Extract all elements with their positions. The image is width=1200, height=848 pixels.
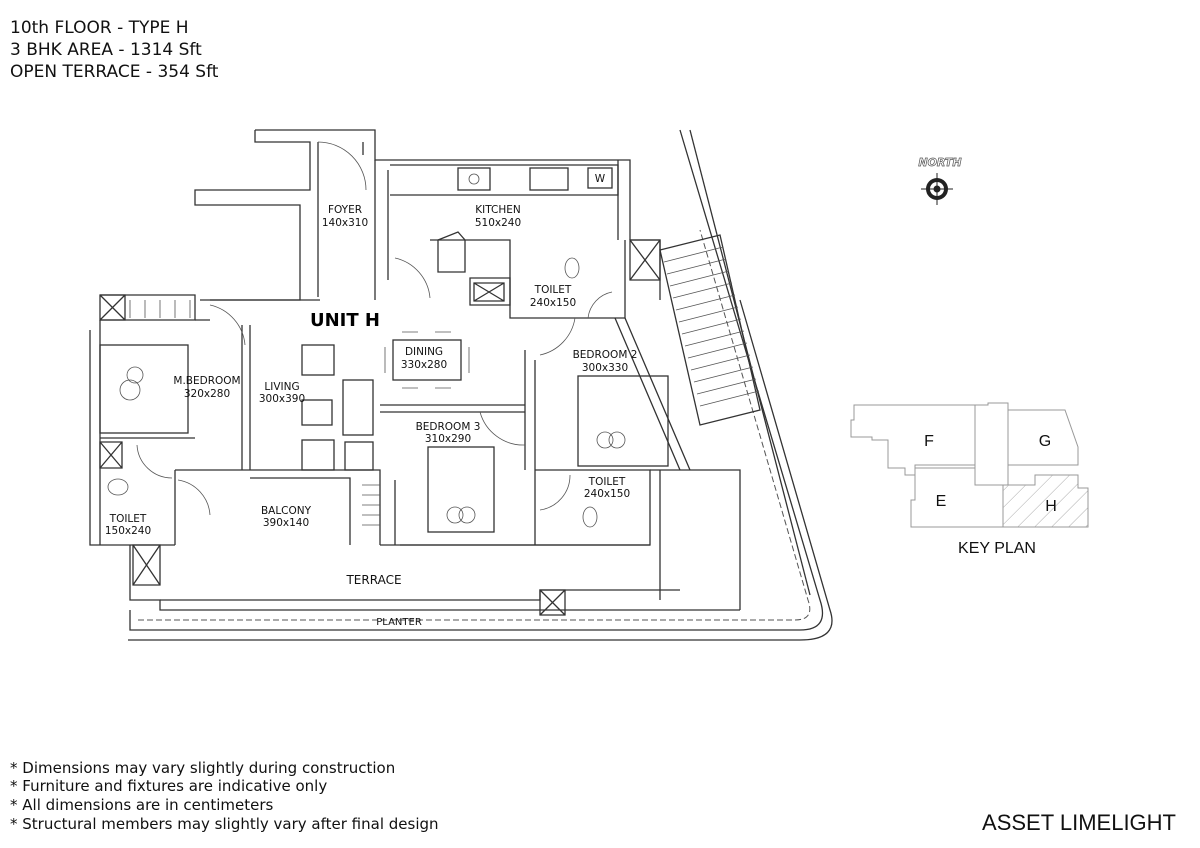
washer-label: W — [595, 173, 606, 185]
doors — [136, 141, 613, 516]
room-size: 240x150 — [530, 297, 576, 309]
room-name: FOYER — [328, 204, 362, 216]
bedroom3-bed — [427, 446, 495, 533]
wc-icon — [564, 257, 580, 279]
project-name: ASSET LIMELIGHT — [982, 810, 1176, 835]
room-size: 140x310 — [322, 217, 368, 229]
washer-icon — [587, 167, 613, 189]
staircase — [659, 234, 761, 426]
compass-icon — [921, 173, 953, 205]
sofa — [342, 379, 374, 436]
dining-table — [392, 339, 462, 381]
master-bed — [99, 344, 189, 434]
room-name: TOILET — [109, 513, 147, 525]
note: * All dimensions are in centimeters — [10, 796, 274, 814]
note: * Dimensions may vary slightly during co… — [10, 759, 396, 777]
svg-text:G: G — [1039, 433, 1051, 450]
terrace-area: OPEN TERRACE - 354 Sft — [10, 62, 219, 82]
room-size: 330x280 — [401, 359, 447, 371]
furniture — [99, 300, 669, 533]
room-size: 150x240 — [105, 525, 151, 537]
stove-icon — [457, 167, 491, 191]
room-name: LIVING — [264, 381, 299, 393]
key-block-g — [1007, 409, 1079, 466]
room-name: BALCONY — [261, 505, 312, 517]
room-name: DINING — [405, 346, 443, 358]
room-size: 300x390 — [259, 393, 305, 405]
room-size: 390x140 — [263, 517, 309, 529]
key-plan: F G E H KEY PLAN — [850, 402, 1089, 557]
room-size: 320x280 — [184, 388, 230, 400]
floor-title: 10th FLOOR - TYPE H — [10, 18, 189, 38]
side-table — [344, 441, 374, 471]
room-name: BEDROOM 2 — [573, 349, 638, 361]
room-size: 300x330 — [582, 362, 628, 374]
room-labels: FOYER 140x310 KITCHEN 510x240 TOILET 240… — [105, 204, 638, 628]
svg-text:E: E — [936, 493, 947, 510]
north-label: NORTH — [918, 156, 961, 169]
room-name: PLANTER — [376, 617, 422, 628]
room-name: TOILET — [534, 284, 572, 296]
room-name: TOILET — [588, 476, 626, 488]
note: * Structural members may slightly vary a… — [10, 815, 439, 833]
sink-icon — [529, 167, 569, 191]
key-block-e — [910, 467, 1004, 528]
armchair — [301, 344, 335, 376]
room-size: 510x240 — [475, 217, 521, 229]
bhk-area: 3 BHK AREA - 1314 Sft — [10, 40, 202, 60]
wc-icon — [107, 478, 129, 496]
armchair — [301, 439, 335, 471]
room-size: 310x290 — [425, 433, 471, 445]
room-name: KITCHEN — [475, 204, 521, 216]
room-name: TERRACE — [345, 573, 401, 587]
key-plan-title: KEY PLAN — [958, 540, 1036, 557]
unit-label: UNIT H — [310, 310, 380, 331]
room-name: M.BEDROOM — [173, 375, 240, 387]
fixtures: W — [107, 167, 613, 528]
north-indicator: NORTH — [918, 156, 962, 205]
wc-icon — [582, 506, 598, 528]
svg-text:F: F — [924, 433, 934, 450]
room-size: 240x150 — [584, 488, 630, 500]
note: * Furniture and fixtures are indicative … — [10, 777, 328, 795]
bedroom2-bed — [577, 375, 669, 467]
svg-text:H: H — [1045, 498, 1057, 515]
key-block-f — [850, 404, 976, 476]
key-block-h — [1002, 474, 1089, 528]
shafts — [99, 239, 661, 616]
room-name: BEDROOM 3 — [416, 421, 481, 433]
coffee-table — [301, 399, 333, 426]
